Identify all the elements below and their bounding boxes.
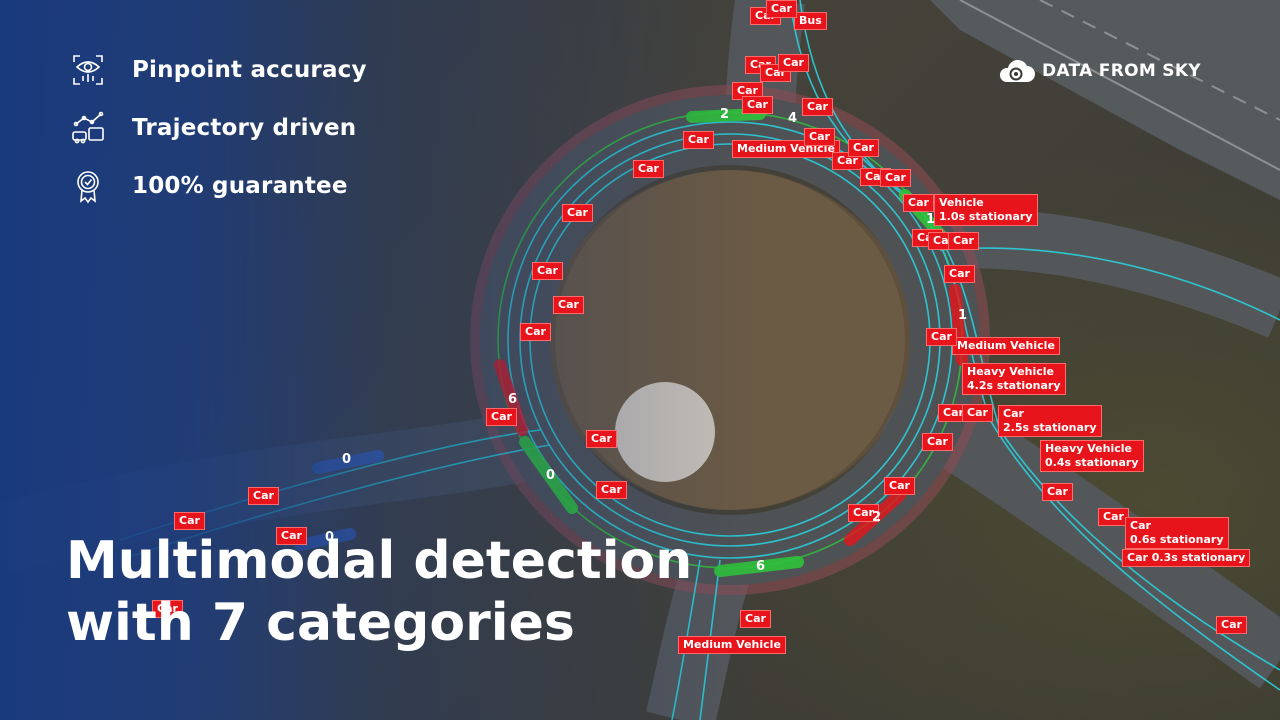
trajectory bbox=[789, 0, 1280, 691]
detection-label: Heavy Vehicle 4.2s stationary bbox=[962, 363, 1066, 395]
feature-trajectory-driven: Trajectory driven bbox=[70, 108, 356, 148]
detection-label: Car bbox=[740, 610, 771, 628]
guarantee-badge-icon bbox=[77, 171, 99, 204]
detection-label: Car bbox=[926, 328, 957, 346]
highway bbox=[930, 0, 1280, 200]
detection-label: Car bbox=[276, 527, 307, 545]
highway-lane-line bbox=[959, 0, 1280, 171]
zone-number: 6 bbox=[756, 559, 766, 574]
detection-label: Car bbox=[174, 512, 205, 530]
detection-label: Heavy Vehicle 0.4s stationary bbox=[1040, 440, 1144, 472]
detection-label: Medium Vehicle bbox=[678, 636, 786, 654]
feature-label: 100% guarantee bbox=[132, 173, 348, 199]
detection-label: Car bbox=[248, 487, 279, 505]
detection-label: Car bbox=[1098, 508, 1129, 526]
detection-label: Car bbox=[804, 128, 835, 146]
detection-label: Car bbox=[802, 98, 833, 116]
detection-label: Car bbox=[766, 0, 797, 18]
detection-label: Medium Vehicle bbox=[952, 337, 1060, 355]
feature-label: Pinpoint accuracy bbox=[132, 57, 367, 83]
zone-number: 0 bbox=[546, 468, 556, 483]
detection-label: Car bbox=[848, 504, 879, 522]
zone-number: 1 bbox=[958, 308, 968, 323]
detection-label: Car bbox=[1042, 483, 1073, 501]
highway-lane-line bbox=[1039, 0, 1280, 121]
trajectory-vehicles-icon bbox=[72, 111, 104, 144]
detection-label: Car bbox=[562, 204, 593, 222]
detection-label: Car bbox=[848, 139, 879, 157]
detection-label: Car bbox=[553, 296, 584, 314]
detection-label: Car bbox=[962, 404, 993, 422]
brand-name: DATA FROM SKY bbox=[1042, 61, 1201, 81]
brand-logo: DATA FROM SKY bbox=[996, 56, 1201, 86]
detection-label: Car bbox=[948, 232, 979, 250]
zone-number: 4 bbox=[788, 111, 798, 126]
detection-label: Car 2.5s stationary bbox=[998, 405, 1102, 437]
detection-label: Car bbox=[520, 323, 551, 341]
zone-number: 6 bbox=[508, 392, 518, 407]
zone-number: 2 bbox=[872, 510, 882, 525]
detection-label: Car bbox=[683, 131, 714, 149]
eye-target-icon bbox=[73, 55, 103, 85]
feature-label: Trajectory driven bbox=[132, 115, 357, 141]
zone-number: 0 bbox=[342, 452, 352, 467]
detection-label: Car bbox=[586, 430, 617, 448]
detection-label: Car bbox=[922, 433, 953, 451]
detection-label: Car bbox=[742, 96, 773, 114]
detection-label: Car 0.6s stationary bbox=[1125, 517, 1229, 549]
detection-label: Car bbox=[152, 600, 183, 618]
detection-label: Car bbox=[884, 477, 915, 495]
trajectory bbox=[939, 247, 1280, 321]
island-plaza bbox=[615, 382, 715, 482]
headline: Multimodal detection with 7 categories bbox=[66, 530, 766, 654]
detection-label: Car bbox=[633, 160, 664, 178]
detection-label: Bus bbox=[794, 12, 827, 30]
detection-label: Car 0.3s stationary bbox=[1122, 549, 1251, 567]
detection-label: Car bbox=[732, 82, 763, 100]
zone-number: 1 bbox=[926, 212, 936, 227]
detection-label: Car bbox=[486, 408, 517, 426]
zone-number: 2 bbox=[720, 107, 730, 122]
detection-label: Car bbox=[596, 481, 627, 499]
feature-guarantee: 100% guarantee bbox=[70, 166, 348, 206]
headline-line-1: Multimodal detection bbox=[66, 531, 693, 591]
cloud-logo-icon bbox=[999, 59, 1035, 82]
zone-number: 0 bbox=[325, 530, 335, 545]
feature-pinpoint-accuracy: Pinpoint accuracy bbox=[70, 50, 367, 90]
detection-label: Vehicle 1.0s stationary bbox=[934, 194, 1038, 226]
headline-line-2: with 7 categories bbox=[66, 593, 575, 653]
roundabout-island bbox=[555, 170, 905, 510]
detection-label: Car bbox=[778, 54, 809, 72]
detection-label: Car bbox=[944, 265, 975, 283]
detection-label: Car bbox=[1216, 616, 1247, 634]
detection-label: Car bbox=[532, 262, 563, 280]
detection-label: Car bbox=[880, 169, 911, 187]
detection-label: Car bbox=[903, 194, 934, 212]
